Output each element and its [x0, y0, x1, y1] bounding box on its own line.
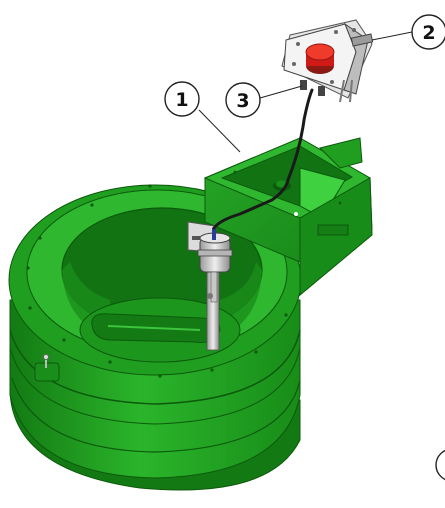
callout-2: 2: [371, 14, 445, 50]
callout-3: 3: [225, 82, 303, 118]
partial-callout-circle: [435, 449, 445, 481]
float-switch: [187, 221, 233, 351]
callout-1: 1: [164, 81, 241, 153]
tank-body: [8, 184, 302, 491]
callout-3-label: 3: [236, 90, 249, 112]
control-box: [281, 19, 374, 103]
callout-1-label: 1: [175, 89, 188, 111]
red-push-button: [305, 43, 335, 74]
vent-fitting: [34, 354, 60, 382]
sensor-cable: [212, 88, 314, 230]
callout-2-label: 2: [422, 22, 435, 44]
